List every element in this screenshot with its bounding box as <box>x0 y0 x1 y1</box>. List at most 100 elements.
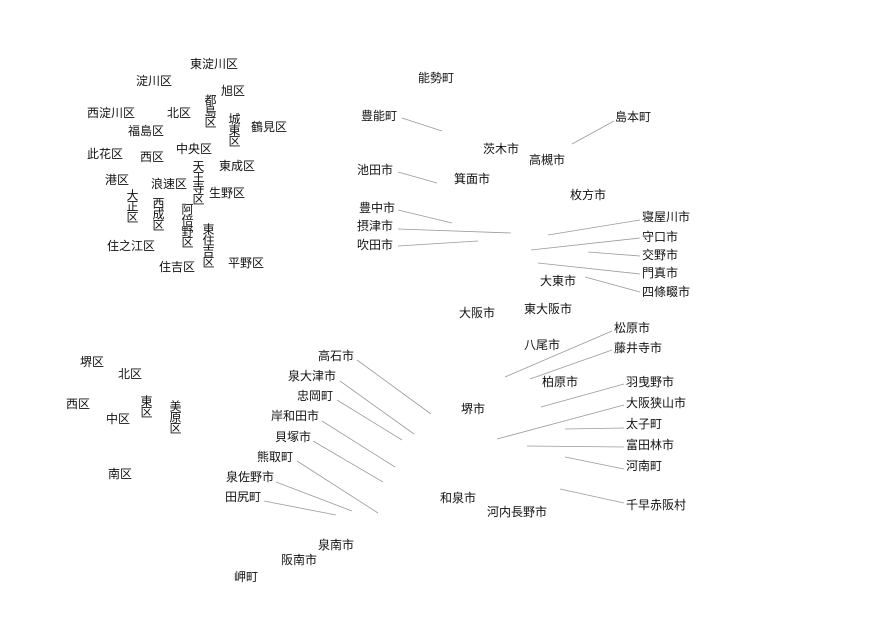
label-miyakojima-ku: 都島区 <box>203 94 217 127</box>
label-tsurumi-ku: 鶴見区 <box>251 120 288 134</box>
label-hannan: 阪南市 <box>281 553 318 567</box>
label-sakai-minami-ku: 南区 <box>108 467 133 481</box>
leader-toyonaka <box>397 209 453 224</box>
label-takatsuki: 高槻市 <box>529 153 566 167</box>
leader-katano <box>587 251 641 257</box>
label-daito: 大東市 <box>540 274 577 288</box>
leader-tadaoka <box>336 399 403 441</box>
label-habikino: 羽曳野市 <box>626 375 675 389</box>
leader-fujiidera <box>529 349 613 380</box>
label-sakai: 堺市 <box>461 402 486 416</box>
leader-moriguchi <box>530 237 641 251</box>
leader-neyagawa <box>547 219 641 236</box>
leader-kadoma <box>537 262 641 275</box>
label-kanan: 河南町 <box>626 459 663 473</box>
label-settsu: 摂津市 <box>357 219 394 233</box>
label-suita: 吹田市 <box>357 238 394 252</box>
label-kumatori: 熊取町 <box>257 450 294 464</box>
label-higashiosaka: 東大阪市 <box>524 302 573 316</box>
label-kawachinagano: 河内長野市 <box>487 505 548 519</box>
label-fujiidera: 藤井寺市 <box>614 341 663 355</box>
label-suminoe-ku: 住之江区 <box>107 239 156 253</box>
label-asahi-ku: 旭区 <box>221 84 246 98</box>
label-sakai-higashi-ku: 東区 <box>139 395 153 417</box>
label-ibaraki: 茨木市 <box>483 142 520 156</box>
leader-shijonawate <box>584 276 641 293</box>
label-nose: 能勢町 <box>418 71 455 85</box>
label-izumiotsu: 泉大津市 <box>288 369 337 383</box>
label-izumi: 和泉市 <box>440 491 477 505</box>
label-sennan: 泉南市 <box>318 538 355 552</box>
label-ikeda: 池田市 <box>357 163 394 177</box>
label-higashiyodogawa-ku: 東淀川区 <box>190 57 239 71</box>
label-shijonawate: 四條畷市 <box>642 285 691 299</box>
leader-takaishi <box>356 359 432 415</box>
leader-taishi <box>564 427 625 430</box>
label-minoh: 箕面市 <box>454 172 491 186</box>
label-neyagawa: 寝屋川市 <box>642 210 691 224</box>
leader-kaizuka <box>312 440 384 483</box>
label-higashinari-ku: 東成区 <box>219 159 256 173</box>
label-fukushima-ku: 福島区 <box>128 124 165 138</box>
label-nishiyodogawa-ku: 西淀川区 <box>87 106 136 120</box>
label-kashiwara: 柏原市 <box>542 375 579 389</box>
leader-kumatori <box>296 460 379 514</box>
label-osakasayama: 大阪狭山市 <box>626 396 687 410</box>
leader-ikeda <box>397 171 438 184</box>
label-matsubara: 松原市 <box>614 321 651 335</box>
leader-matsubara <box>504 330 613 378</box>
label-kaizuka: 貝塚市 <box>275 430 312 444</box>
label-takaishi: 高石市 <box>318 349 355 363</box>
label-kita-ku: 北区 <box>167 106 192 120</box>
label-osaka: 大阪市 <box>459 306 496 320</box>
leader-settsu <box>397 228 512 234</box>
label-konohana-ku: 此花区 <box>87 147 124 161</box>
leader-toyono <box>401 117 443 132</box>
leader-tondabayashi <box>526 445 625 448</box>
label-taisho-ku: 大正区 <box>125 189 139 222</box>
leader-izumiotsu <box>339 380 415 435</box>
label-ikuno-ku: 生野区 <box>209 186 246 200</box>
label-chihayaakasaka: 千早赤阪村 <box>626 498 687 512</box>
label-yodogawa-ku: 淀川区 <box>136 74 173 88</box>
leader-kishiwada <box>321 420 396 468</box>
leader-izumisano <box>275 481 353 512</box>
label-moriguchi: 守口市 <box>642 230 679 244</box>
leader-kanan <box>564 456 625 470</box>
label-katano: 交野市 <box>642 248 679 262</box>
label-kishiwada: 岸和田市 <box>271 409 320 423</box>
label-abeno-ku: 阿倍野区 <box>180 203 194 247</box>
label-izumisano: 泉佐野市 <box>226 470 275 484</box>
label-taishi: 太子町 <box>626 417 663 431</box>
label-toyonaka: 豊中市 <box>359 201 396 215</box>
leader-shimamoto <box>571 120 615 145</box>
leader-habikino <box>540 383 625 408</box>
label-mihara-ku: 美原区 <box>168 400 182 433</box>
label-tajiri: 田尻町 <box>225 490 262 504</box>
label-chuo-ku: 中央区 <box>176 142 213 156</box>
leader-osakasayama <box>496 404 625 440</box>
leader-tajiri <box>263 500 337 516</box>
label-hirano-ku: 平野区 <box>228 256 265 270</box>
label-kadoma: 門真市 <box>642 266 679 280</box>
label-joto-ku: 城東区 <box>227 113 241 146</box>
label-yao: 八尾市 <box>524 338 561 352</box>
leader-chihayaakasaka <box>559 488 625 504</box>
label-nishi-ku: 西区 <box>140 150 165 164</box>
label-sumiyoshi-ku: 住吉区 <box>159 260 196 274</box>
label-tadaoka: 忠岡町 <box>297 389 334 403</box>
label-tondabayashi: 富田林市 <box>626 438 675 452</box>
label-minato-ku: 港区 <box>105 173 130 187</box>
label-higashisumiyoshi-ku: 東住吉区 <box>201 223 215 267</box>
label-hirakata: 枚方市 <box>570 188 607 202</box>
label-sakai-ku: 堺区 <box>80 355 105 369</box>
label-misaki: 岬町 <box>234 570 259 584</box>
leader-suita <box>397 240 479 247</box>
label-sakai-nishi-ku: 西区 <box>66 397 91 411</box>
label-naniwa-ku: 浪速区 <box>151 177 188 191</box>
label-nishinari-ku: 西成区 <box>151 197 165 230</box>
label-toyono: 豊能町 <box>361 109 398 123</box>
label-sakai-kita-ku: 北区 <box>118 367 143 381</box>
